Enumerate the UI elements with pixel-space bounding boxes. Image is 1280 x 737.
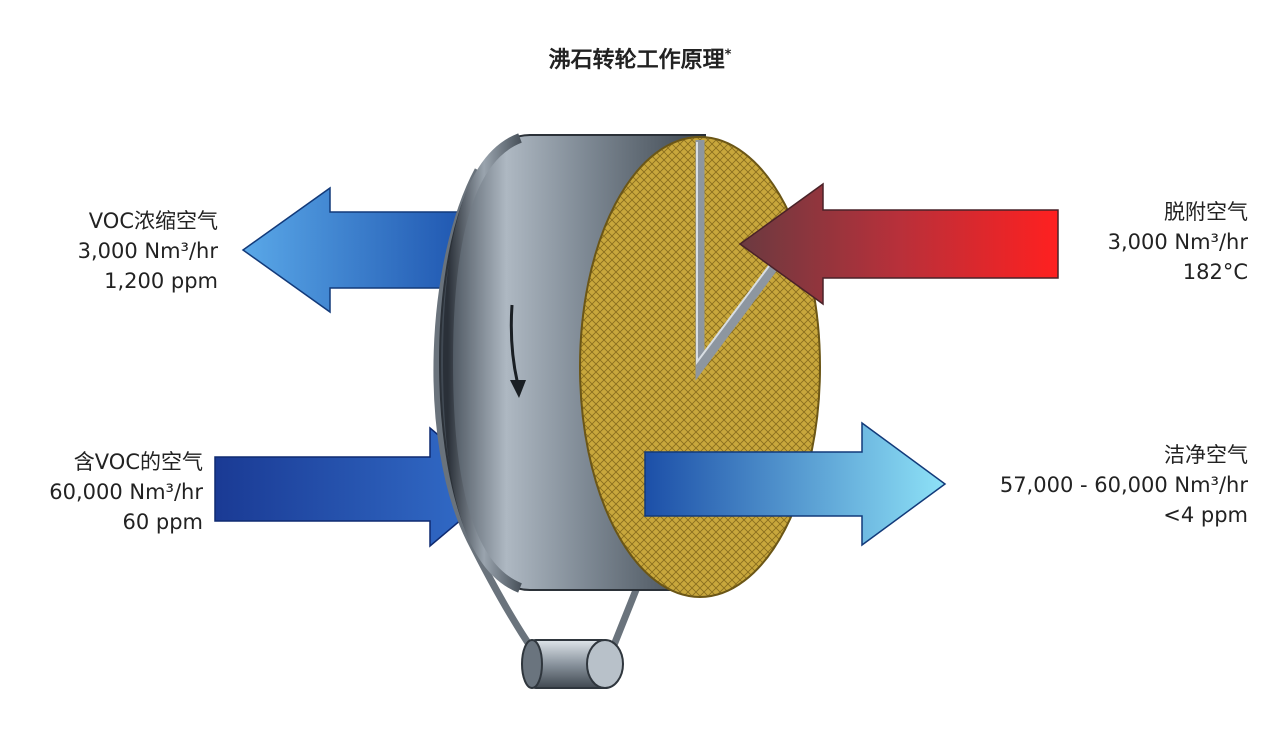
desorption-air-flow: 3,000 Nm³/hr bbox=[1107, 230, 1248, 254]
inlet-air-flow: 60,000 Nm³/hr bbox=[49, 480, 203, 504]
inlet-air-concentration: 60 ppm bbox=[122, 510, 203, 534]
rotation-arrow bbox=[509, 304, 520, 386]
concentrated-air-flow: 3,000 Nm³/hr bbox=[77, 239, 218, 263]
concentrated-air-label: VOC浓缩空气 3,000 Nm³/hr 1,200 ppm bbox=[40, 206, 218, 296]
title-footnote-mark: * bbox=[724, 47, 732, 63]
clean-air-flow: 57,000 - 60,000 Nm³/hr bbox=[999, 473, 1248, 497]
desorption-air-temperature: 182°C bbox=[1182, 260, 1248, 284]
concentrated-air-name: VOC浓缩空气 bbox=[88, 209, 218, 233]
concentrated-air-arrow bbox=[241, 186, 466, 314]
title-text: 沸石转轮工作原理 bbox=[548, 48, 725, 73]
desorption-sector-divider-highlight bbox=[696, 142, 782, 365]
clean-air-concentration: <4 ppm bbox=[1163, 503, 1248, 527]
rotor-rim bbox=[442, 133, 523, 593]
drive-roller-end bbox=[586, 639, 624, 689]
inlet-air-name: 含VOC的空气 bbox=[73, 450, 203, 474]
diagram-title: 沸石转轮工作原理* bbox=[0, 42, 1280, 74]
inlet-air-label: 含VOC的空气 60,000 Nm³/hr 60 ppm bbox=[20, 447, 203, 537]
desorption-air-label: 脱附空气 3,000 Nm³/hr 182°C bbox=[1070, 197, 1248, 287]
desorption-air-arrow bbox=[738, 182, 1059, 306]
drive-roller-left-end bbox=[521, 639, 543, 689]
clean-air-name: 洁净空气 bbox=[1164, 443, 1248, 467]
desorption-air-name: 脱附空气 bbox=[1164, 200, 1248, 224]
concentrated-air-concentration: 1,200 ppm bbox=[104, 269, 218, 293]
clean-air-label: 洁净空气 57,000 - 60,000 Nm³/hr <4 ppm bbox=[960, 440, 1248, 530]
desorption-sector-divider bbox=[695, 140, 789, 381]
clean-air-arrow bbox=[644, 421, 947, 547]
rotation-arrowhead bbox=[510, 380, 526, 398]
